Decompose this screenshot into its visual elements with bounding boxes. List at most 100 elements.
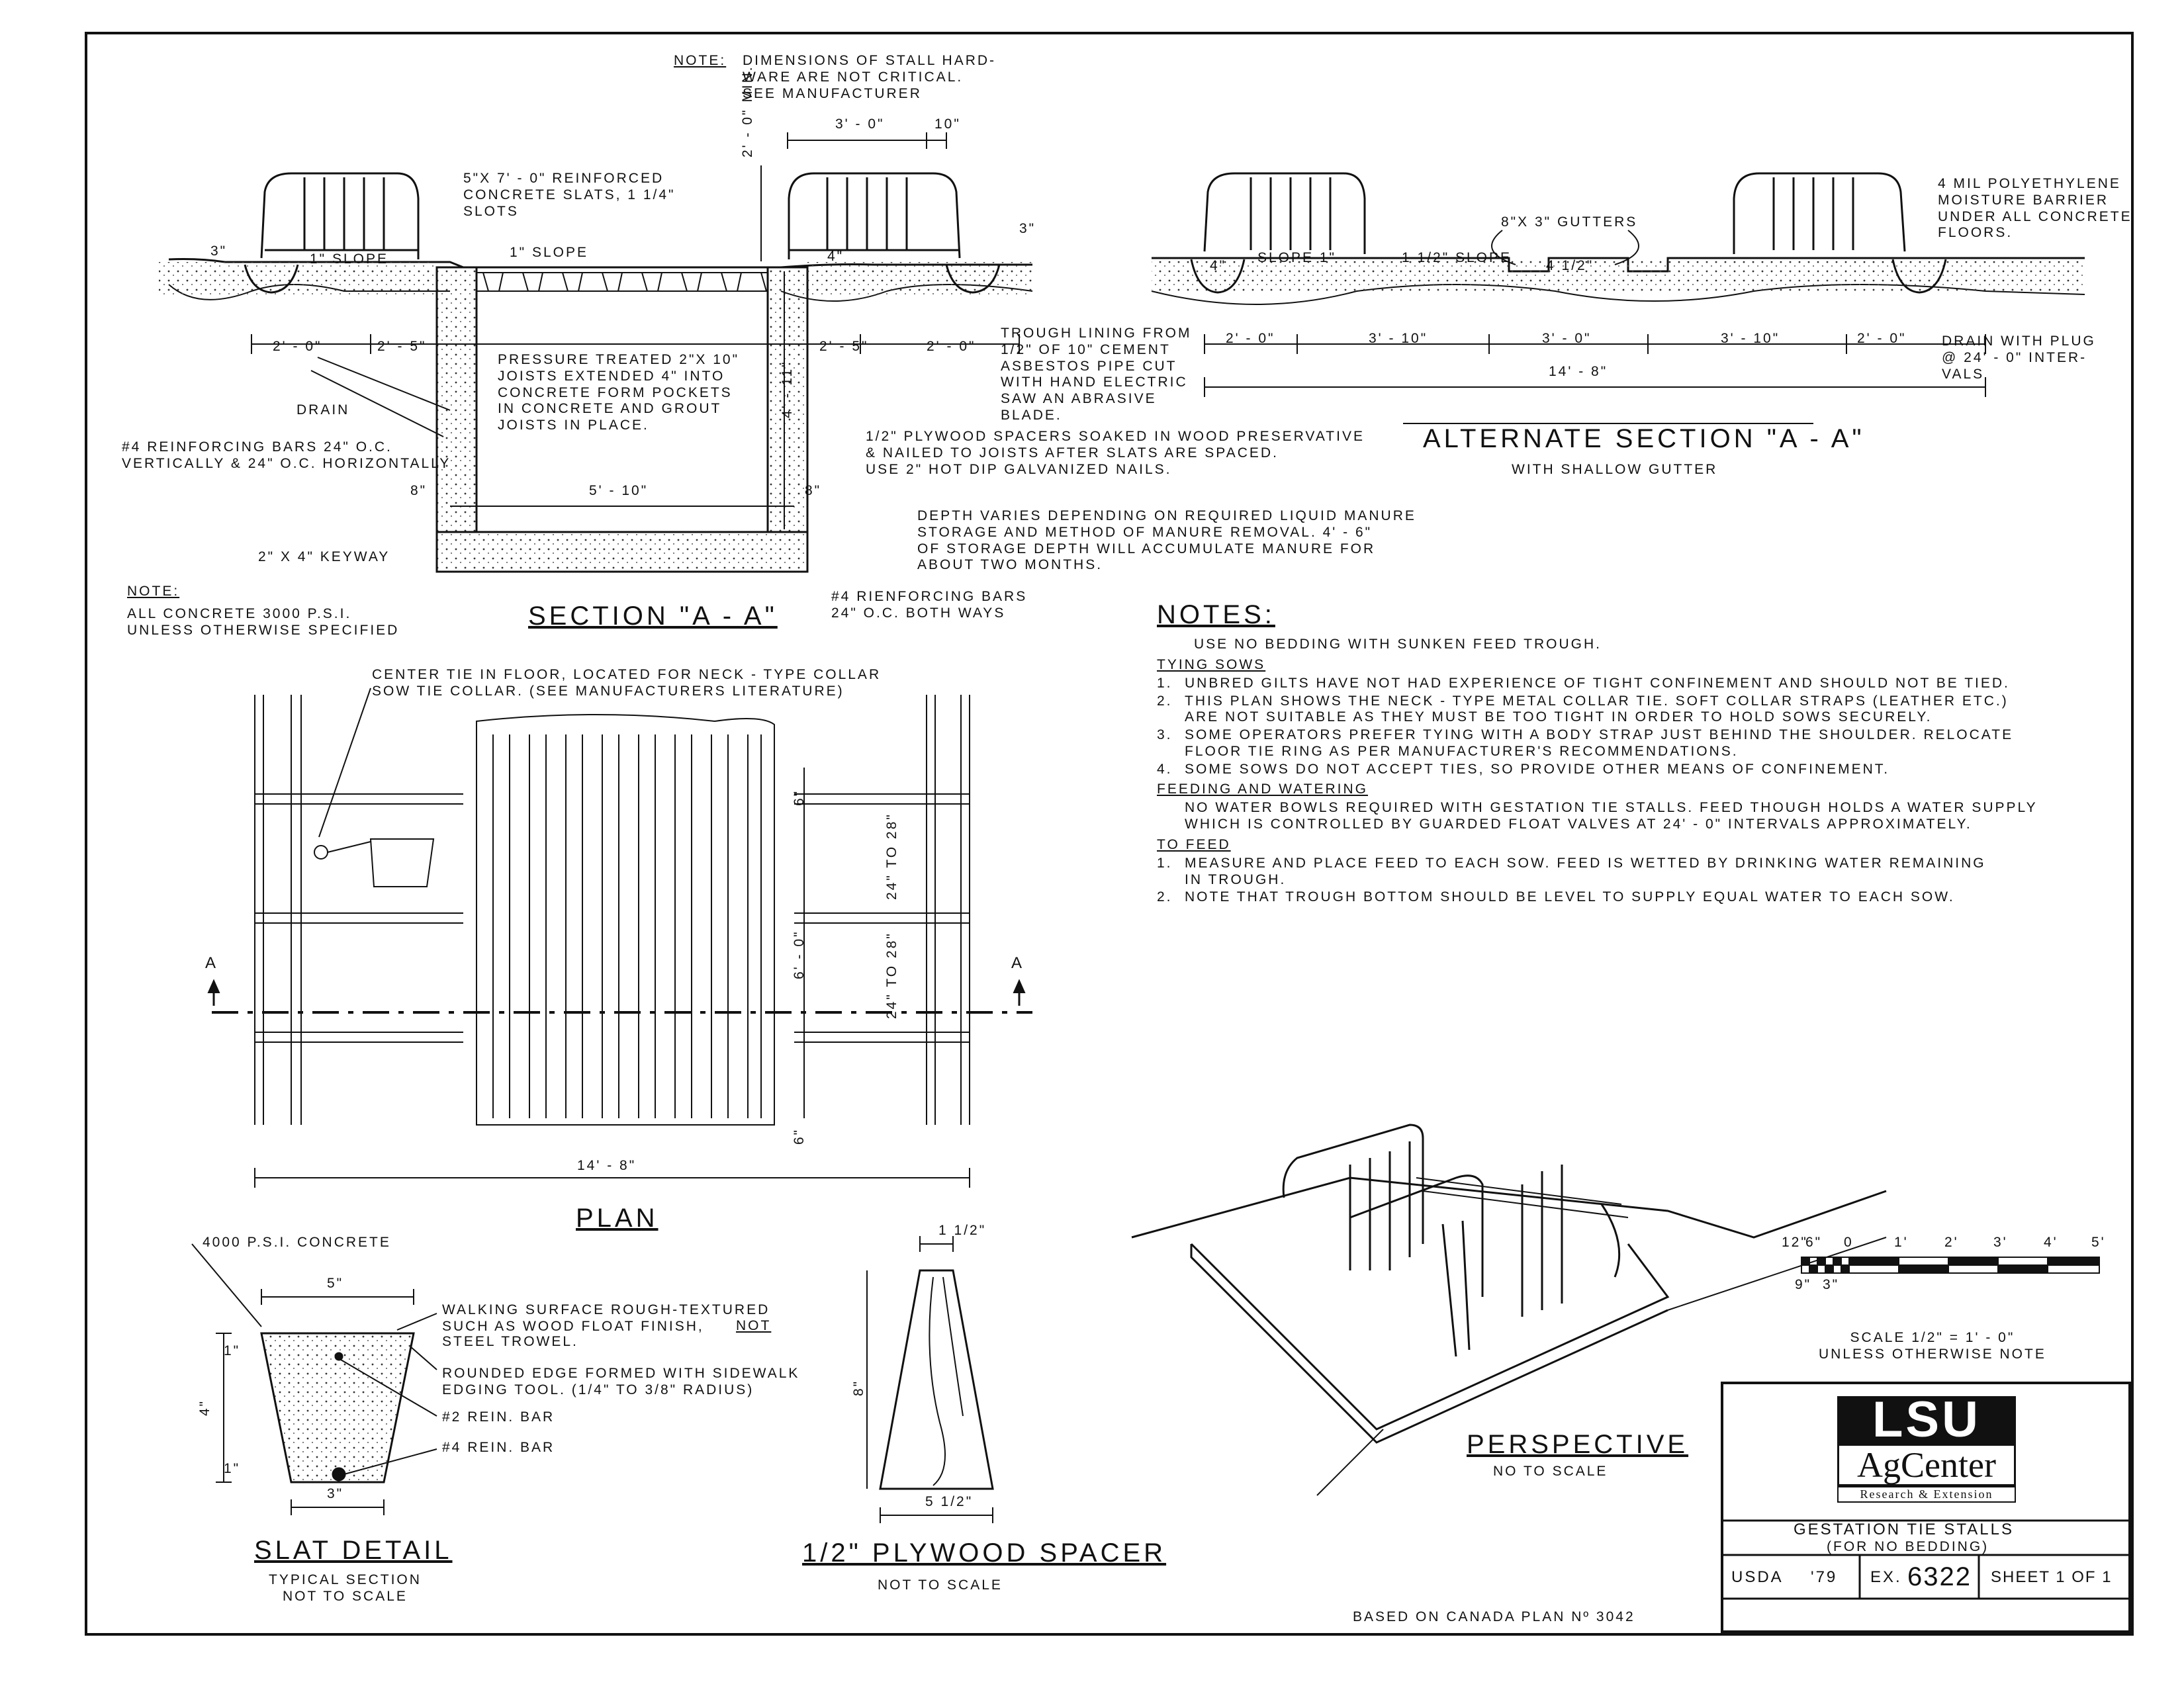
notes-heading: TYING SOWS	[1157, 656, 1266, 672]
notes-section-feeding: FEEDING AND WATERING NO WATER BOWLS REQU…	[1157, 781, 2097, 833]
alt-dim-3: 3' - 10"	[1721, 331, 1780, 346]
dim-right-2-5: 2' - 5"	[819, 339, 869, 354]
dim-left-2-0: 2' - 0"	[273, 339, 322, 354]
dim-trough-left: 3"	[210, 243, 228, 259]
title-block-ex-number: 6322	[1907, 1562, 1972, 1591]
scale-tick: 5'	[2091, 1235, 2106, 1250]
plan-section-mark-left: A	[205, 954, 218, 972]
alt-four-half: 4 1/2"	[1546, 258, 1594, 273]
callout-depth-note: DEPTH VARIES DEPENDING ON REQUIRED LIQUI…	[917, 508, 1416, 573]
title-block	[1721, 1382, 2131, 1633]
scale-sub-tick: 9"	[1795, 1277, 1812, 1292]
callout-trough: TROUGH LINING FROM 1/2" OF 10" CEMENT AS…	[1001, 326, 1192, 423]
alt-dim-1: 3' - 10"	[1369, 331, 1428, 346]
alt-section-subtitle: WITH SHALLOW GUTTER	[1512, 462, 1718, 477]
spacer-drawing	[866, 1236, 994, 1523]
slat-rounded: ROUNDED EDGE FORMED WITH SIDEWALK EDGING…	[442, 1366, 800, 1397]
scale-tick: 1'	[1894, 1235, 1909, 1250]
lsu-logo: LSU AgCenter Research & Extension	[1837, 1395, 2016, 1506]
alt-slope-2: 1 1/2" SLOPE	[1402, 250, 1512, 265]
top-note-text: DIMENSIONS OF STALL HARD- WARE ARE NOT C…	[743, 53, 997, 101]
callout-bars-both: #4 RIENFORCING BARS 24" O.C. BOTH WAYS	[831, 589, 1028, 621]
slat-height: 4"	[197, 1399, 212, 1416]
alt-dim-4: 2' - 0"	[1857, 331, 1907, 346]
note-item: 2.NOTE THAT TROUGH BOTTOM SHOULD BE LEVE…	[1157, 889, 2097, 906]
perspective-drawing	[1131, 1124, 1887, 1496]
title-block-title: GESTATION TIE STALLS	[1794, 1521, 2014, 1538]
slat-bar2: #2 REIN. BAR	[442, 1409, 555, 1425]
perspective-title: PERSPECTIVE	[1467, 1430, 1689, 1459]
dim-wall-right: 8"	[805, 483, 822, 498]
title-block-lines	[1723, 1519, 2131, 1600]
dim-wall-left: 8"	[410, 483, 428, 498]
notes-heading: FEEDING AND WATERING	[1157, 781, 1369, 797]
scale-tick: 2'	[1944, 1235, 1959, 1250]
note-item: 2.THIS PLAN SHOWS THE NECK - TYPE METAL …	[1157, 693, 2097, 727]
scale-bar-drawing	[1801, 1257, 2100, 1274]
dim-depth: 4' - 11"	[780, 360, 795, 418]
note-num: 1.	[1157, 855, 1173, 871]
notes-intro: USE NO BEDDING WITH SUNKEN FEED TROUGH.	[1194, 637, 1602, 652]
note-text: UNBRED GILTS HAVE NOT HAD EXPERIENCE OF …	[1185, 675, 2010, 691]
title-block-year: '79	[1811, 1568, 1838, 1586]
scale-text: SCALE 1/2" = 1' - 0" UNLESS OTHERWISE NO…	[1819, 1330, 2046, 1362]
credit-text: BASED ON CANADA PLAN Nº 3042	[1353, 1609, 1635, 1624]
drawing-sheet-border	[85, 32, 2134, 1636]
plan-tie-note: CENTER TIE IN FLOOR, LOCATED FOR NECK - …	[372, 667, 882, 699]
concrete-note-label: NOTE:	[127, 584, 180, 599]
alt-gutters: 8"x 3" GUTTERS	[1501, 214, 1638, 230]
dim-slope-left: 1" SLOPE	[310, 251, 389, 267]
title-block-subtitle: (FOR NO BEDDING)	[1827, 1539, 1989, 1554]
plan-dim-6b: 6"	[792, 1128, 807, 1145]
scale-tick: 12"	[1782, 1235, 1808, 1250]
plan-dim-24-28a: 24" TO 28"	[884, 813, 899, 900]
spacer-subtitle: NOT TO SCALE	[878, 1577, 1003, 1593]
scale-tick: 0	[1844, 1235, 1854, 1250]
note-item: 4.SOME SOWS DO NOT ACCEPT TIES, SO PROVI…	[1157, 762, 2097, 778]
notes-title: NOTES:	[1157, 600, 1275, 629]
note-text: SOME SOWS DO NOT ACCEPT TIES, SO PROVIDE…	[1185, 761, 1890, 777]
concrete-note: ALL CONCRETE 3000 P.S.I. UNLESS OTHERWIS…	[127, 606, 400, 638]
scale-sub-tick: 3"	[1823, 1277, 1840, 1292]
plan-section-mark-right: A	[1011, 954, 1024, 972]
alt-four: 4"	[1210, 258, 1227, 273]
notes-heading: TO FEED	[1157, 836, 1231, 852]
note-text: THIS PLAN SHOWS THE NECK - TYPE METAL CO…	[1185, 693, 2009, 725]
slat-not: NOT	[736, 1318, 772, 1333]
logo-sub: Research & Extension	[1837, 1486, 2016, 1503]
alt-barrier: 4 MIL POLYETHYLENE MOISTURE BARRIER UNDE…	[1938, 176, 2132, 241]
alt-section-drawing	[1151, 172, 2085, 424]
notes-section-tying: TYING SOWS 1.UNBRED GILTS HAVE NOT HAD E…	[1157, 657, 2097, 778]
section-aa-title: SECTION "A - A"	[528, 601, 778, 631]
slat-detail-drawing	[191, 1243, 437, 1515]
alt-drain-plug: DRAIN WITH PLUG @ 24' - 0" INTER- VALS	[1942, 333, 2096, 382]
alt-dim-0: 2' - 0"	[1226, 331, 1275, 346]
spacer-top: 1 1/2"	[938, 1223, 987, 1238]
dim-stall-extra: 10"	[934, 116, 961, 132]
dim-stall-width: 3' - 0"	[835, 116, 885, 132]
dim-right-2-0: 2' - 0"	[927, 339, 976, 354]
note-text: MEASURE AND PLACE FEED TO EACH SOW. FEED…	[1185, 855, 1986, 887]
logo-mid: AgCenter	[1837, 1444, 2016, 1486]
slat-concrete: 4000 P.S.I. CONCRETE	[203, 1235, 391, 1250]
spacer-title: 1/2" PLYWOOD SPACER	[802, 1538, 1167, 1568]
slat-top: 5"	[327, 1276, 344, 1291]
plan-title: PLAN	[576, 1204, 659, 1233]
slat-detail-title: SLAT DETAIL	[254, 1536, 453, 1565]
alt-overall: 14' - 8"	[1549, 364, 1608, 379]
note-num: 3.	[1157, 727, 1173, 743]
dim-trough-right: 3"	[1019, 221, 1036, 236]
note-text: NO WATER BOWLS REQUIRED WITH GESTATION T…	[1185, 800, 2038, 832]
note-item: 1.UNBRED GILTS HAVE NOT HAD EXPERIENCE O…	[1157, 676, 2097, 692]
alt-slope-1: SLOPE 1"	[1257, 250, 1337, 265]
scale-tick: 6"	[1805, 1235, 1823, 1250]
plan-drawing	[207, 687, 1032, 1188]
note-text: SOME OPERATORS PREFER TYING WITH A BODY …	[1185, 727, 2014, 759]
scale-tick: 3'	[1993, 1235, 2008, 1250]
callout-bars: #4 REINFORCING BARS 24" O.C. VERTICALLY …	[122, 439, 451, 471]
note-item: 1. MEASURE AND PLACE FEED TO EACH SOW. FE…	[1157, 856, 2097, 889]
alt-section-title: ALTERNATE SECTION "A - A"	[1423, 424, 1865, 453]
callout-drain: DRAIN	[296, 402, 350, 418]
slat-bar4: #4 REIN. BAR	[442, 1440, 555, 1455]
